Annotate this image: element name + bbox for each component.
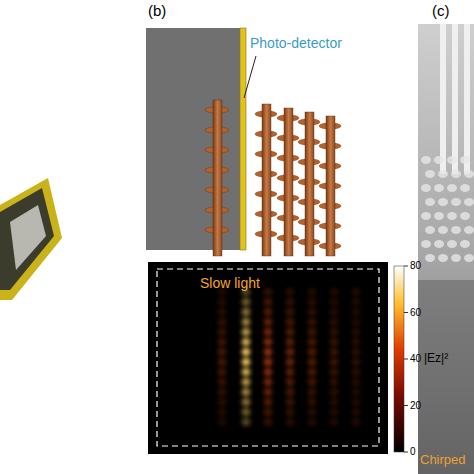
annotation: Chirped: [420, 453, 466, 467]
axis-label: |Ez|²: [424, 352, 448, 365]
tick-label: 20: [410, 400, 421, 411]
panel-letter: (c): [432, 3, 450, 20]
tick-label: 0: [410, 446, 416, 457]
part-name: Photo-detector: [250, 36, 342, 51]
sem-image: [418, 24, 474, 474]
field-annotation: Slow light: [200, 276, 260, 291]
tick-label: 80: [410, 260, 421, 271]
tick-label: 60: [410, 307, 421, 318]
device-photo: [0, 178, 62, 300]
tick-label: 40: [410, 353, 421, 364]
field-map: [148, 262, 408, 454]
schematic: [146, 28, 341, 256]
panel-letter: (b): [148, 3, 166, 20]
